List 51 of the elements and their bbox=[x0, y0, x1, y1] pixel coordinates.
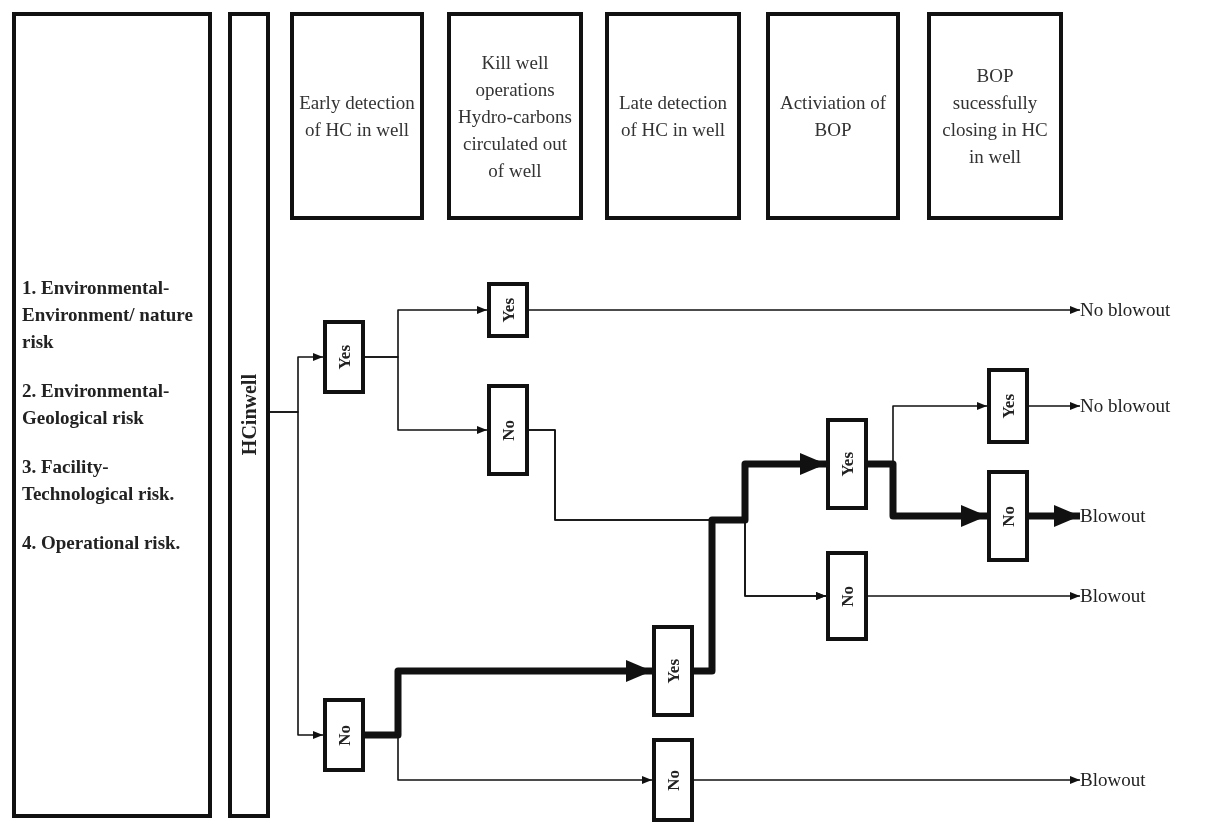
arrow bbox=[1028, 402, 1081, 410]
branch-text: No bbox=[335, 724, 353, 746]
branch-box bbox=[323, 320, 365, 394]
branch-text: Yes bbox=[838, 451, 856, 477]
event-header-box bbox=[447, 12, 583, 220]
event-header-text: Kill well operations Hydro-carbons circulated out of well bbox=[457, 50, 573, 183]
arrow bbox=[694, 453, 826, 675]
outcome-label: Blowout bbox=[1080, 504, 1146, 528]
branch-text: Yes bbox=[335, 344, 353, 370]
event-header-box bbox=[605, 12, 741, 220]
outcome-label: No blowout bbox=[1080, 298, 1171, 322]
branch-box bbox=[987, 470, 1029, 562]
event-header-text: Late detection of HC in well bbox=[617, 91, 729, 142]
arrow bbox=[269, 411, 324, 739]
branch-text: Yes bbox=[664, 658, 682, 684]
outcome-label: Blowout bbox=[1080, 584, 1146, 608]
branch-text: Yes bbox=[499, 297, 517, 323]
arrow bbox=[528, 306, 1081, 314]
outcome-label: Blowout bbox=[1080, 768, 1146, 792]
risk-category-panel bbox=[12, 12, 212, 818]
branch-text: No bbox=[838, 585, 856, 607]
arrow bbox=[867, 592, 1081, 600]
arrow bbox=[364, 356, 488, 434]
branch-box bbox=[487, 282, 529, 338]
event-header-text: Activiation of BOP bbox=[778, 91, 888, 142]
outcome-label: No blowout bbox=[1080, 394, 1171, 418]
branch-text: No bbox=[664, 769, 682, 791]
initiating-event-text: HCinwell bbox=[239, 374, 259, 456]
branch-box bbox=[826, 551, 868, 641]
branch-box bbox=[652, 738, 694, 822]
event-header-text: BOP sucessfully closing in HC in well bbox=[941, 64, 1049, 169]
branch-box bbox=[987, 368, 1029, 444]
initiating-event-bar bbox=[228, 12, 270, 818]
arrow bbox=[693, 776, 1081, 784]
branch-box bbox=[487, 384, 529, 476]
arrow bbox=[868, 460, 987, 527]
risk-category-text: 4. Operational risk. bbox=[22, 531, 181, 555]
branch-box bbox=[826, 418, 868, 510]
event-header-box bbox=[290, 12, 424, 220]
risk-category-text: 3. Facility-Technological risk. bbox=[22, 455, 176, 506]
branch-text: Yes bbox=[999, 393, 1017, 419]
arrow bbox=[365, 660, 652, 739]
branch-text: No bbox=[499, 419, 517, 441]
branch-box bbox=[652, 625, 694, 717]
event-header-text: Early detection of HC in well bbox=[298, 91, 416, 142]
event-header-box bbox=[927, 12, 1063, 220]
branch-box bbox=[323, 698, 365, 772]
branch-text: No bbox=[999, 505, 1017, 527]
risk-category-text: 2. Environmental-Geological risk bbox=[22, 379, 171, 430]
risk-category-text: 1. Environmental-Environment/ nature risk bbox=[22, 276, 194, 354]
event-header-box bbox=[766, 12, 900, 220]
